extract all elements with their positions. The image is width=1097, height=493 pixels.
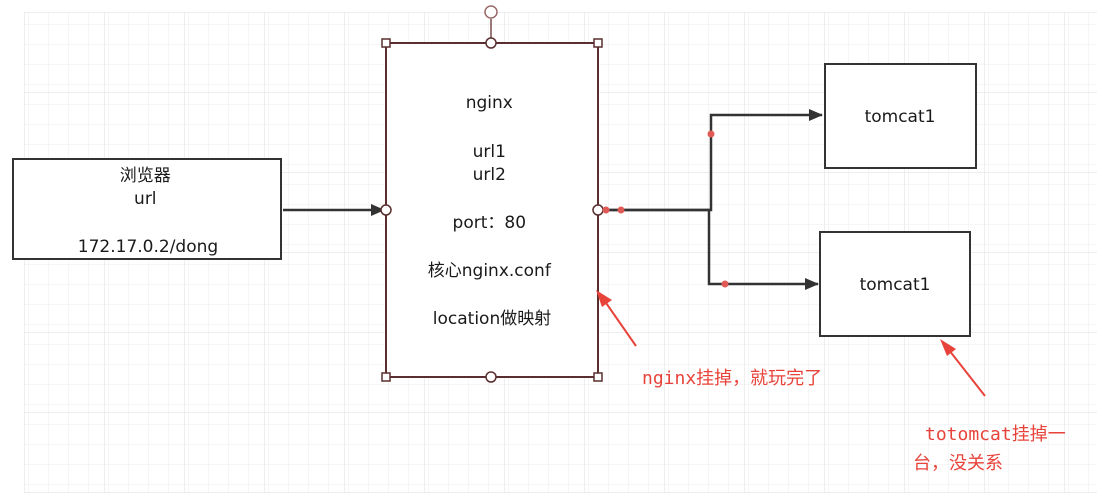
svg-text:nginx url1 url2: nginx url1 url2 port：80 核心nginx.conf loc…	[428, 93, 556, 329]
nginx-line-3: url1	[473, 142, 506, 162]
tomcat-bottom-label: tomcat1	[860, 275, 931, 295]
nginx-line-4: url2	[473, 165, 506, 185]
browser-node[interactable]: 浏览器 url 172.17.0.2/dong	[12, 158, 282, 260]
resize-handle-ne[interactable]	[593, 38, 603, 48]
nginx-line-8: 核心nginx.conf	[428, 261, 552, 281]
annotation-arrow-nginx	[596, 290, 637, 347]
note-tomcat-down-line1: totomcat挂掉一	[925, 424, 1066, 445]
resize-handle-se[interactable]	[593, 372, 603, 382]
tomcat-top-label: tomcat1	[865, 107, 936, 127]
browser-line-2: url	[134, 189, 157, 209]
resize-handle-sw[interactable]	[381, 372, 391, 382]
tomcat-bottom-node[interactable]: tomcat1	[819, 231, 971, 337]
browser-line-1: 浏览器	[120, 166, 171, 186]
resize-handle-nw[interactable]	[381, 38, 391, 48]
nginx-line-6: port：80	[453, 213, 526, 233]
rotate-handle[interactable]	[484, 5, 498, 19]
note-nginx-down: nginx挂掉，就玩完了	[642, 368, 822, 389]
resize-handle-e[interactable]	[592, 204, 604, 216]
nginx-node[interactable]: nginx url1 url2 port：80 核心nginx.conf loc…	[385, 42, 599, 378]
svg-text:浏览器 url 172.17.0.2: 浏览器 url 172.17.0.2/dong	[78, 166, 218, 257]
resize-handle-s[interactable]	[485, 371, 497, 383]
selection-handles[interactable]	[380, 5, 604, 383]
browser-line-4: 172.17.0.2/dong	[78, 237, 218, 257]
nginx-line-1: nginx	[466, 93, 513, 113]
resize-handle-n[interactable]	[485, 37, 497, 49]
connector-to-tomcat-bottom[interactable]	[603, 208, 819, 290]
annotation-arrow-tomcat	[940, 339, 986, 397]
nginx-line-10: location做映射	[433, 309, 551, 329]
tomcat-top-node[interactable]: tomcat1	[824, 63, 977, 169]
resize-handle-w[interactable]	[380, 204, 392, 216]
connector-waypoints	[602, 130, 729, 288]
note-tomcat-down-line2: 台，没关系	[913, 453, 1003, 474]
